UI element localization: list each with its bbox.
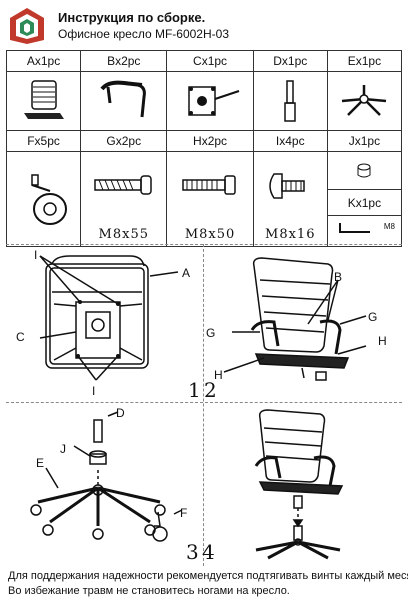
part-label-a: Ax1pc: [5, 50, 82, 72]
step1-diagram: [39, 255, 179, 381]
step3-label-f: F: [180, 506, 188, 520]
divider: [6, 402, 402, 403]
bolt-size-i: M8x16: [265, 227, 316, 242]
page-title: Инструкция по сборке.: [58, 10, 206, 25]
step3-label-j: J: [60, 442, 66, 456]
hex-key-size: M8: [383, 222, 395, 232]
caster-icon: [30, 174, 67, 225]
armrest-icon: [100, 80, 146, 118]
gas-lift-icon: [284, 80, 296, 122]
part-cell-k: M8: [326, 215, 403, 247]
part-cell-i: M8x16: [252, 151, 328, 247]
part-cell-j: [326, 150, 403, 191]
bolt-icon: [182, 175, 236, 195]
hex-key-icon: [338, 223, 370, 234]
backrest-seat-icon: [23, 80, 64, 119]
part-cell-a: [5, 71, 82, 131]
step3-label-e: E: [36, 456, 45, 470]
step2-label-b: B: [334, 270, 343, 284]
step-number-1: 1: [188, 378, 201, 402]
step2-label-g-right: G: [368, 310, 378, 324]
part-cell-c: [166, 71, 254, 131]
mechanism-icon: [188, 86, 240, 116]
step1-label-i-top: I: [34, 248, 38, 262]
part-label-e: Ex1pc: [326, 50, 403, 72]
brand-logo-icon: [10, 8, 44, 44]
step3-label-d: D: [116, 406, 125, 420]
step2-label-h-left: H: [214, 368, 223, 382]
bolt-size-h: M8x50: [184, 227, 236, 242]
part-label-i: Ix4pc: [252, 130, 328, 152]
step-number-3: 3: [186, 540, 199, 564]
part-cell-e: [326, 71, 403, 131]
safety-note: Во избежание травм не становитесь ногами…: [8, 585, 290, 597]
bolt-size-g: M8x55: [98, 227, 149, 242]
part-label-b: Bx2pc: [80, 50, 168, 72]
part-label-c: Cx1pc: [166, 50, 254, 72]
maintenance-note: Для поддержания надежности рекомендуется…: [8, 570, 408, 582]
part-label-d: Dx1pc: [252, 50, 328, 72]
base-icon: [342, 85, 387, 116]
bolt-icon: [269, 173, 305, 199]
cover-icon: [357, 163, 371, 178]
divider: [203, 244, 204, 566]
step2-label-h-right: H: [378, 334, 387, 348]
part-cell-f: [5, 151, 82, 247]
page-subtitle: Офисное кресло MF-6002H-03: [58, 27, 229, 41]
part-label-j: Jx1pc: [326, 130, 403, 152]
step4-diagram: [254, 409, 344, 560]
step2-label-g-left: G: [206, 326, 216, 340]
divider: [6, 244, 402, 245]
step-number-4: 4: [202, 540, 215, 564]
part-cell-h: M8x50: [166, 151, 254, 247]
part-cell-g: M8x55: [80, 151, 168, 247]
part-cell-b: [80, 71, 168, 131]
part-label-k: Kx1pc: [326, 189, 403, 217]
step-number-2: 2: [204, 378, 217, 402]
part-label-f: Fx5pc: [5, 130, 82, 152]
bolt-icon: [94, 175, 152, 195]
step1-label-a: A: [182, 266, 191, 280]
part-label-h: Hx2pc: [166, 130, 254, 152]
part-label-g: Gx2pc: [80, 130, 168, 152]
step3-diagram: [30, 411, 183, 542]
parts-table: Ax1pc Bx2pc Cx1pc Dx1pc Ex1pc: [5, 50, 403, 247]
step2-diagram: [223, 257, 367, 381]
step1-label-c: C: [16, 330, 25, 344]
part-cell-d: [252, 71, 328, 131]
step1-label-i-bottom: I: [92, 384, 96, 398]
